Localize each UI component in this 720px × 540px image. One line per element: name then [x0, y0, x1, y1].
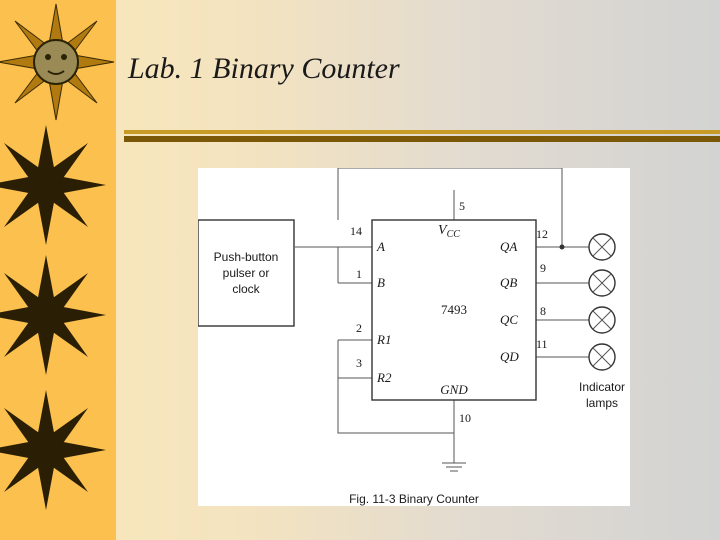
pulser-label-line: Push-button [214, 250, 279, 264]
counter-chip [371, 219, 537, 401]
figure-caption: Fig. 11-3 Binary Counter [349, 492, 479, 506]
output-name-qa: QA [500, 239, 517, 254]
indicator-lamp-icon [588, 343, 616, 371]
lamp-label-line: Indicator [579, 380, 625, 394]
pin-number-qd: 11 [536, 337, 548, 351]
circuit-wires [295, 167, 589, 472]
pin-number-qa: 12 [536, 227, 548, 241]
indicator-lamp-icon [588, 233, 616, 261]
vcc-label: VCC [438, 223, 460, 240]
indicator-lamp-icon [588, 306, 616, 334]
input-name-b: B [377, 275, 385, 290]
circuit-figure: Push-button pulser or clock 7493 VCC GND… [197, 167, 630, 506]
pin-number-b: 1 [356, 267, 362, 281]
sun-face-icon [0, 3, 115, 121]
pin-number-vcc: 5 [459, 199, 465, 213]
pulser-label-line: pulser or [223, 266, 270, 280]
sunburst-icon [0, 125, 106, 245]
chip-name: 7493 [441, 302, 467, 317]
input-name-a: A [376, 239, 385, 254]
pulser-label-line: clock [232, 282, 260, 296]
output-name-qc: QC [500, 312, 518, 327]
gnd-label: GND [440, 382, 468, 397]
input-name-r1: R1 [376, 332, 391, 347]
sunburst-icon [0, 390, 106, 510]
indicator-lamp-icon [588, 269, 616, 297]
output-name-qb: QB [500, 275, 517, 290]
sun-decor-art [0, 3, 115, 510]
pin-number-gnd: 10 [459, 411, 471, 425]
circuit-diagram: Push-button pulser or clock 7493 VCC GND… [197, 167, 625, 506]
pulser-block [197, 219, 295, 327]
pin-number-qb: 9 [540, 261, 546, 275]
pin-number-a: 14 [350, 224, 362, 238]
pin-number-qc: 8 [540, 304, 546, 318]
slide-title: Lab. 1 Binary Counter [128, 52, 400, 85]
pin-number-r1: 2 [356, 321, 362, 335]
lamp-label-line: lamps [586, 396, 618, 410]
pin-number-r2: 3 [356, 356, 362, 370]
left-decor-strip [0, 0, 116, 540]
input-name-r2: R2 [376, 370, 392, 385]
sunburst-icon [0, 255, 106, 375]
wire-junction-dot [559, 244, 565, 250]
output-name-qd: QD [500, 349, 519, 364]
title-divider [124, 130, 720, 144]
